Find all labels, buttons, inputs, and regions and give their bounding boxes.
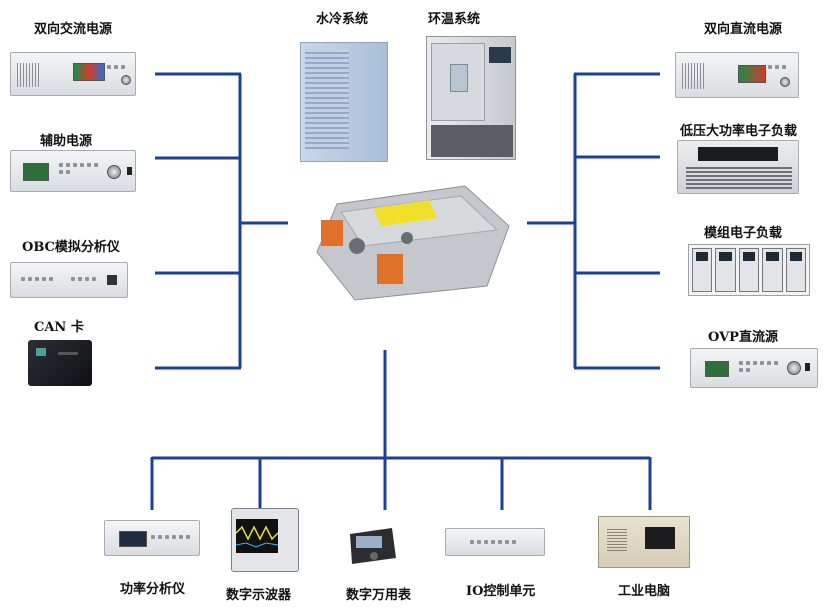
bidir-dc-source-image (675, 52, 799, 98)
obc-unit-image (311, 182, 513, 302)
ovp-dc-source-image (690, 348, 818, 388)
label-aux-power: 辅助电源 (40, 134, 93, 149)
label-lv-eload: 低压大功率电子负载 (680, 124, 798, 139)
label-oscilloscope: 数字示波器 (226, 588, 292, 603)
label-env-chamber: 环温系统 (428, 12, 481, 27)
power-analyzer-image (104, 520, 200, 556)
label-water-cooling: 水冷系统 (316, 12, 369, 27)
module-eload-image (688, 244, 810, 296)
label-power-analyzer: 功率分析仪 (120, 582, 186, 597)
label-bidir-ac: 双向交流电源 (34, 22, 113, 37)
label-can-card: CAN 卡 (34, 320, 84, 335)
aux-power-image (10, 150, 136, 192)
label-module-eload: 模组电子负载 (704, 226, 783, 241)
label-io-control-unit: IO控制单元 (466, 584, 536, 599)
label-dmm: 数字万用表 (346, 588, 412, 603)
oscilloscope-image (231, 508, 299, 572)
label-ovp-dc-source: OVP直流源 (708, 330, 778, 345)
water-cooling-image (300, 42, 388, 162)
industrial-pc-image (598, 516, 690, 568)
dmm-image (344, 526, 400, 566)
env-chamber-image (426, 36, 516, 160)
label-obc-analyzer: OBC模拟分析仪 (22, 240, 120, 255)
label-bidir-dc: 双向直流电源 (704, 22, 783, 37)
bidir-ac-source-image (10, 52, 136, 96)
lv-eload-image (677, 140, 799, 194)
label-industrial-pc: 工业电脑 (618, 584, 671, 599)
can-card-image (28, 340, 92, 386)
io-control-unit-image (445, 528, 545, 556)
obc-analyzer-image (10, 262, 128, 298)
